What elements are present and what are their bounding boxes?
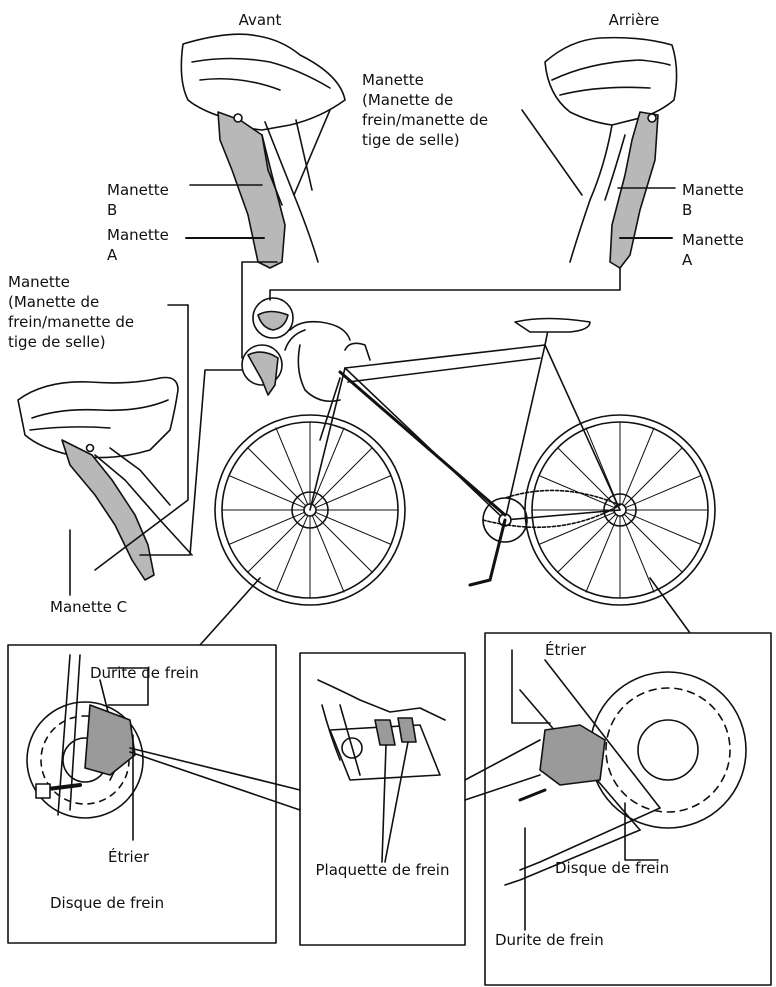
- front-lever-blade-gray: [217, 111, 286, 269]
- front-caliper-illustration: [26, 654, 149, 841]
- rear-lever-illustration: [521, 36, 678, 269]
- rear-lever-hood: [544, 36, 678, 126]
- front-caliper-label: Étrier: [108, 848, 150, 866]
- front-lever-illustration: [180, 33, 346, 269]
- front-lever-label: Manette (Manette de frein/manette de tig…: [362, 71, 489, 149]
- brake-pad-box: [299, 652, 466, 946]
- front-disc-label: Disque de frein: [50, 894, 165, 912]
- front-caliper-box: [7, 644, 277, 944]
- rear-disc-label: Disque de frein: [555, 859, 670, 877]
- front-hose-label: Durite de frein: [90, 664, 199, 682]
- brake-pad-illustration: [317, 679, 446, 863]
- rear-lever-a-label: Manette A: [682, 231, 744, 269]
- front-lever-b-label: Manette B: [107, 181, 169, 219]
- rear-caliper-box: [484, 632, 772, 986]
- brake-pad-label: Plaquette de frein: [315, 861, 450, 879]
- rear-heading: Arrière: [608, 11, 660, 29]
- bike-frame: [344, 344, 546, 521]
- side-lever-illustration: [17, 376, 193, 581]
- lever-c-label: Manette C: [50, 598, 128, 616]
- front-lever-a-label: Manette A: [107, 226, 169, 264]
- front-heading: Avant: [238, 11, 282, 29]
- bicycle-illustration: [214, 317, 716, 606]
- rear-caliper-label: Étrier: [545, 641, 587, 659]
- side-lever-label: Manette (Manette de frein/manette de tig…: [8, 273, 135, 351]
- rear-hose-label: Durite de frein: [495, 931, 604, 949]
- side-lever-hood: [17, 376, 179, 459]
- rear-caliper-illustration: [504, 649, 747, 931]
- leader-lines: [69, 184, 691, 646]
- front-wheel: [214, 414, 406, 606]
- rear-lever-blade-gray: [609, 111, 659, 269]
- rear-lever-b-label: Manette B: [682, 181, 744, 219]
- side-lever-blade-gray: [61, 439, 155, 581]
